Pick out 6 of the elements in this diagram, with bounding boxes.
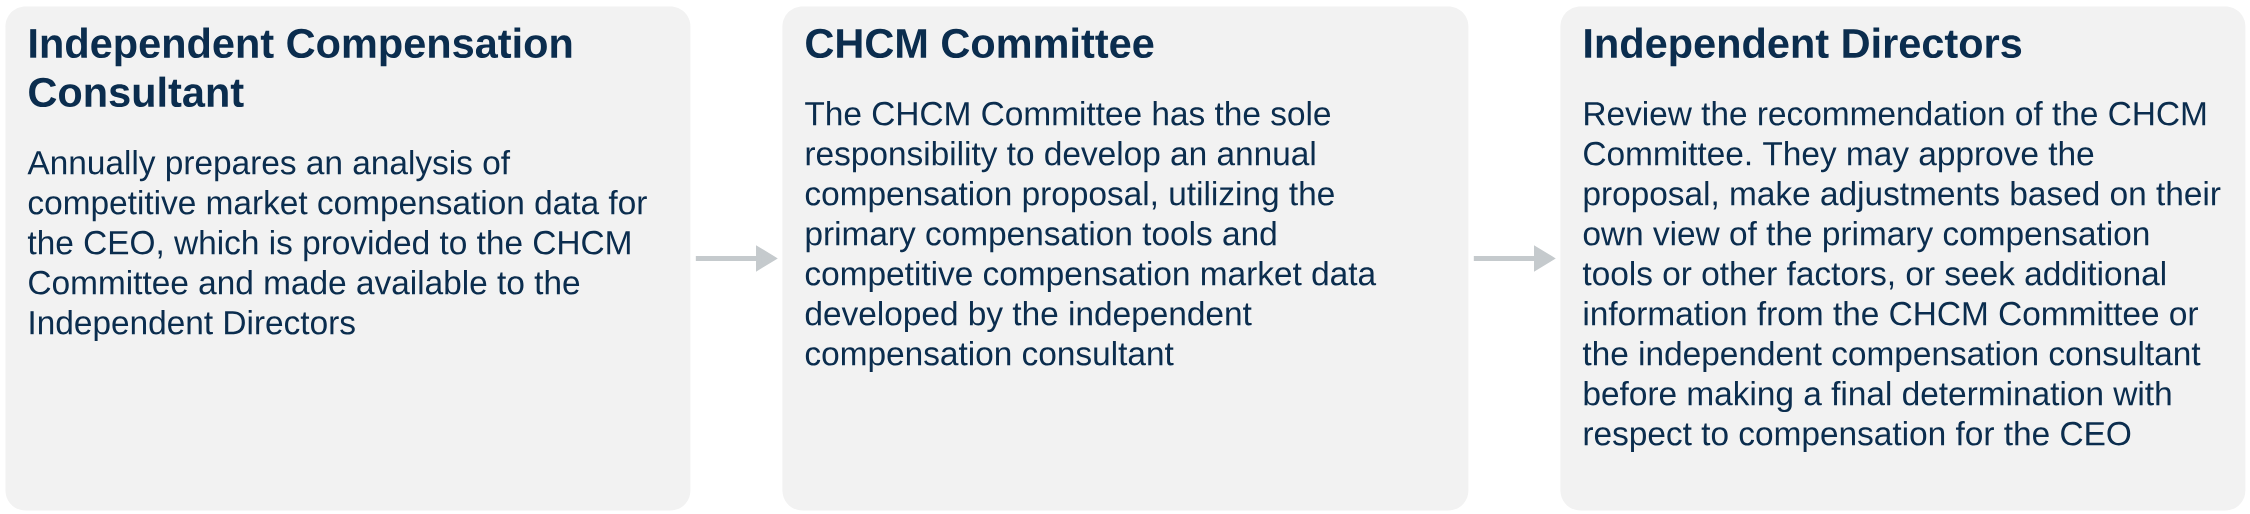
step-heading: Independent Compensation Consultant bbox=[29, 27, 572, 108]
step-description: Annually prepares an analysis of competitive market compensation data for the CEO, which is provided to the CHCM Committee and made available to the Independent Directors bbox=[27, 150, 647, 342]
step-description: The CHCM Committee has the sole responsibility to develop an annual compensation proposal, utilizing the primary compensation tools and competitive compensation market data developed by the independent compensation consultant bbox=[805, 101, 1377, 373]
step-heading: Independent Directors bbox=[1585, 27, 2022, 67]
step-description: Review the recommendation of the CHCM Committee. They may approve the proposal, make adjustments based on their own view of the primary compensation tools or other factors, or seek additional information from the CHCM Committee or the independent compensation consultant before making a final determination with respect to compensation for the CEO bbox=[1582, 101, 2221, 453]
step-heading: CHCM Committee bbox=[806, 27, 1154, 59]
